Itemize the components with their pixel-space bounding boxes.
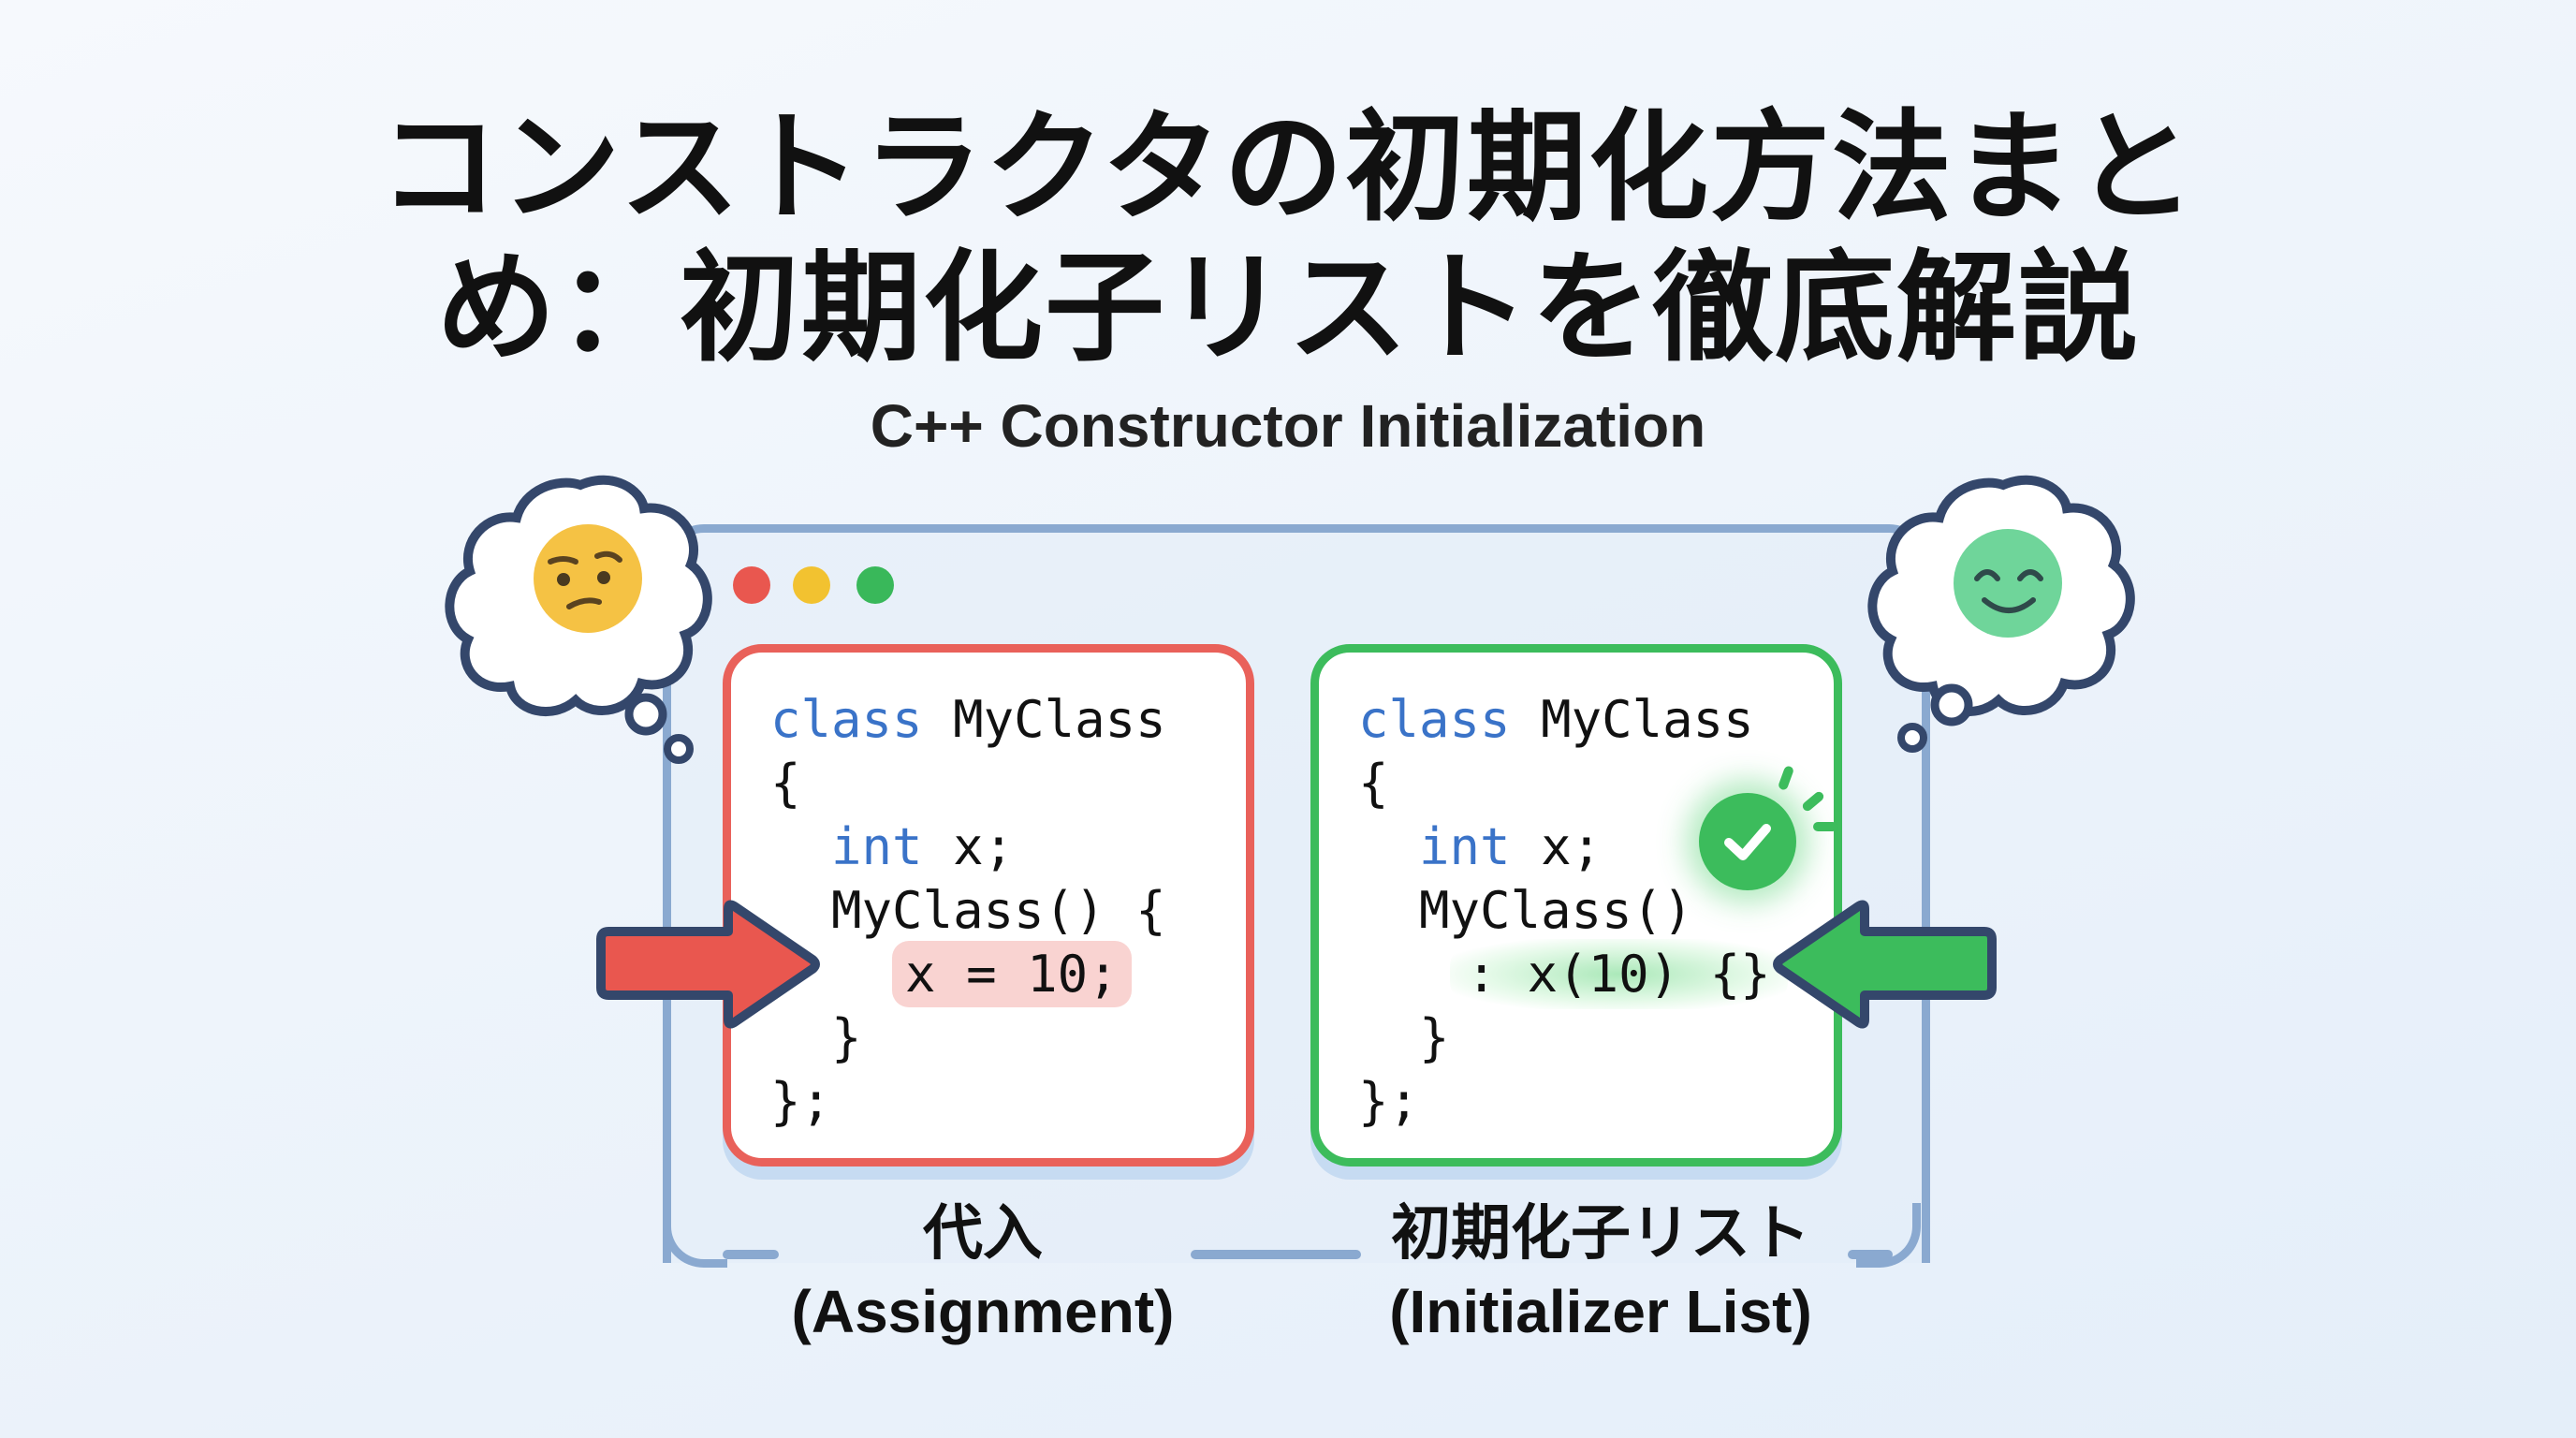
window-frame-corner (1856, 1203, 1921, 1268)
thought-bubble-confused (445, 475, 712, 764)
window-close-button[interactable] (733, 566, 770, 604)
code-text: MyClass (922, 690, 1166, 749)
window-frame-segment (1191, 1250, 1361, 1259)
page-subtitle: C++ Constructor Initialization (870, 392, 1706, 460)
page-title-line-2: め：初期化子リストを徹底解説 (435, 239, 2140, 378)
smiling-face-icon (1954, 529, 2062, 638)
assignment-code-panel: class MyClass { int x; MyClass() { x = 1… (723, 644, 1254, 1167)
left-arrow-icon (1773, 900, 1997, 1029)
page-title-line-1: コンストラクタの初期化方法まと (378, 98, 2198, 238)
code-text: } (831, 1008, 862, 1067)
code-text: MyClass() (1419, 881, 1693, 940)
code-text: x; (922, 817, 1015, 876)
thought-bubble-happy (1867, 475, 2135, 753)
initializer-list-code-panel: class MyClass { int x; MyClass() : x(10)… (1310, 644, 1842, 1167)
window-minimize-button[interactable] (793, 566, 830, 604)
initializer-list-label-jp: 初期化子リスト (1391, 1199, 1810, 1269)
window-maximize-button[interactable] (856, 566, 894, 604)
code-keyword: class (1358, 690, 1511, 749)
initializer-list-label: 初期化子リスト (Initializer List) (1273, 1196, 1928, 1352)
code-keyword: class (770, 690, 923, 749)
code-keyword: int (831, 817, 923, 876)
code-text: }; (1358, 1072, 1420, 1131)
confused-face-icon (534, 524, 642, 633)
code-text: { (770, 754, 801, 813)
sparkle-icon (1813, 822, 1837, 831)
code-text: MyClass (1510, 690, 1754, 749)
code-text: } (1419, 1008, 1450, 1067)
code-keyword: int (1419, 817, 1511, 876)
window-frame-corner (663, 1203, 727, 1268)
assignment-code-block: class MyClass { int x; MyClass() { x = 1… (770, 688, 1166, 1134)
initializer-list-label-en: (Initializer List) (1389, 1278, 1812, 1345)
code-text: MyClass() { (831, 881, 1166, 940)
window-frame-segment (723, 1250, 779, 1259)
code-text: x; (1510, 817, 1603, 876)
initializer-list-code-block: class MyClass { int x; MyClass() : x(10)… (1358, 688, 1788, 1134)
assignment-label-jp: 代入 (923, 1199, 1043, 1269)
code-text: { (1358, 754, 1389, 813)
highlighted-initializer-line: : x(10) {} (1449, 939, 1788, 1009)
right-arrow-icon (596, 900, 820, 1029)
assignment-label: 代入 (Assignment) (655, 1196, 1310, 1352)
assignment-label-en: (Assignment) (791, 1278, 1175, 1345)
code-text: }; (770, 1072, 832, 1131)
highlighted-assignment-line: x = 10; (892, 941, 1132, 1007)
check-circle-icon (1699, 793, 1796, 890)
